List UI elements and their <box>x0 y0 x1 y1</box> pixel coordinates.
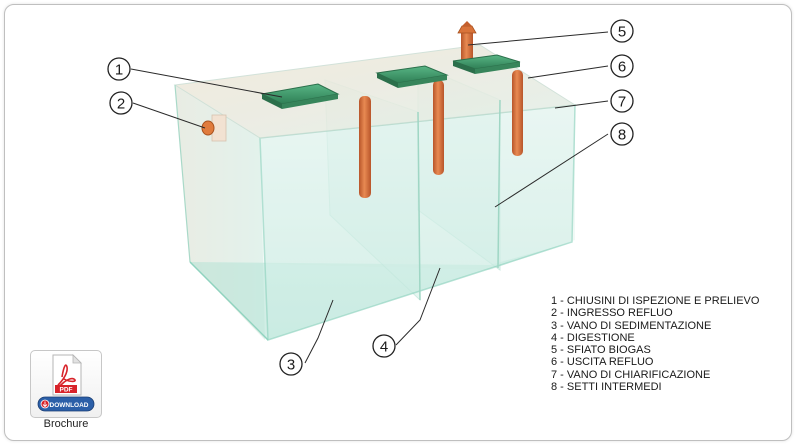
inspection-lid-1 <box>260 83 340 109</box>
legend-item: 2 - INGRESSO REFLUO <box>551 307 673 320</box>
leader-lines <box>130 31 609 364</box>
legend-item: 8 - SETTI INTERMEDI <box>551 381 662 394</box>
callout-label: 7 <box>618 94 626 111</box>
inlet-opening <box>201 120 215 136</box>
inner-pipe-2 <box>433 80 444 175</box>
inlet-pipe <box>201 114 227 142</box>
outlet-pipe <box>512 70 523 156</box>
tank-edge <box>174 84 191 263</box>
callout-label: 1 <box>115 62 123 79</box>
leader-line-3 <box>304 299 334 364</box>
biogas-vent <box>457 21 477 61</box>
brochure-download-button[interactable]: PDF DOWNLOAD <box>30 350 102 418</box>
callout-6: 6 <box>610 54 634 78</box>
callouts: 1 2 3 4 5 6 7 8 <box>107 19 634 376</box>
legend-item: 7 - VANO DI CHIARIFICAZIONE <box>551 368 711 381</box>
pdf-download-icon: PDF DOWNLOAD <box>37 354 95 412</box>
legend-item: 5 - SFIATO BIOGAS <box>551 344 651 357</box>
callout-7: 7 <box>610 89 634 113</box>
tank-front-face <box>259 104 576 342</box>
callout-4: 4 <box>372 334 396 358</box>
legend: 1 - CHIUSINI DI ISPEZIONE E PRELIEVO 2 -… <box>551 295 759 393</box>
legend-item: 1 - CHIUSINI DI ISPEZIONE E PRELIEVO <box>551 295 760 307</box>
leader-line-1 <box>130 68 283 98</box>
download-label: DOWNLOAD <box>50 402 89 409</box>
inspection-lid-3 <box>452 54 521 74</box>
legend-item: 6 - USCITA REFLUO <box>551 356 654 369</box>
tank-edge <box>497 99 501 269</box>
callout-label: 6 <box>618 59 626 76</box>
pdf-badge-label: PDF <box>60 387 73 394</box>
callout-label: 4 <box>380 339 388 356</box>
callout-5: 5 <box>610 19 634 43</box>
callout-label: 5 <box>618 24 626 41</box>
tank-edge <box>417 111 421 301</box>
pdf-badge <box>55 385 77 393</box>
inner-pipe-1 <box>359 96 371 198</box>
brochure-caption[interactable]: Brochure <box>43 418 89 430</box>
leader-line-4 <box>395 267 441 346</box>
leader-line-8 <box>494 133 609 208</box>
leader-line-5 <box>467 31 609 46</box>
leader-line-7 <box>554 100 609 109</box>
download-pill <box>37 396 95 412</box>
legend-item: 3 - VANO DI SEDIMENTAZIONE <box>551 319 712 332</box>
callout-label: 2 <box>117 96 125 113</box>
legend-item: 4 - DIGESTIONE <box>551 331 635 344</box>
callout-3: 3 <box>279 352 303 376</box>
callout-2: 2 <box>109 91 133 115</box>
leader-line-6 <box>527 65 609 79</box>
callout-8: 8 <box>610 122 634 146</box>
leader-line-2 <box>132 102 206 129</box>
inspection-lid-2 <box>375 65 449 88</box>
callout-label: 8 <box>618 127 626 144</box>
callout-label: 3 <box>287 357 295 374</box>
tank-edge <box>189 261 269 341</box>
callout-1: 1 <box>107 57 131 81</box>
